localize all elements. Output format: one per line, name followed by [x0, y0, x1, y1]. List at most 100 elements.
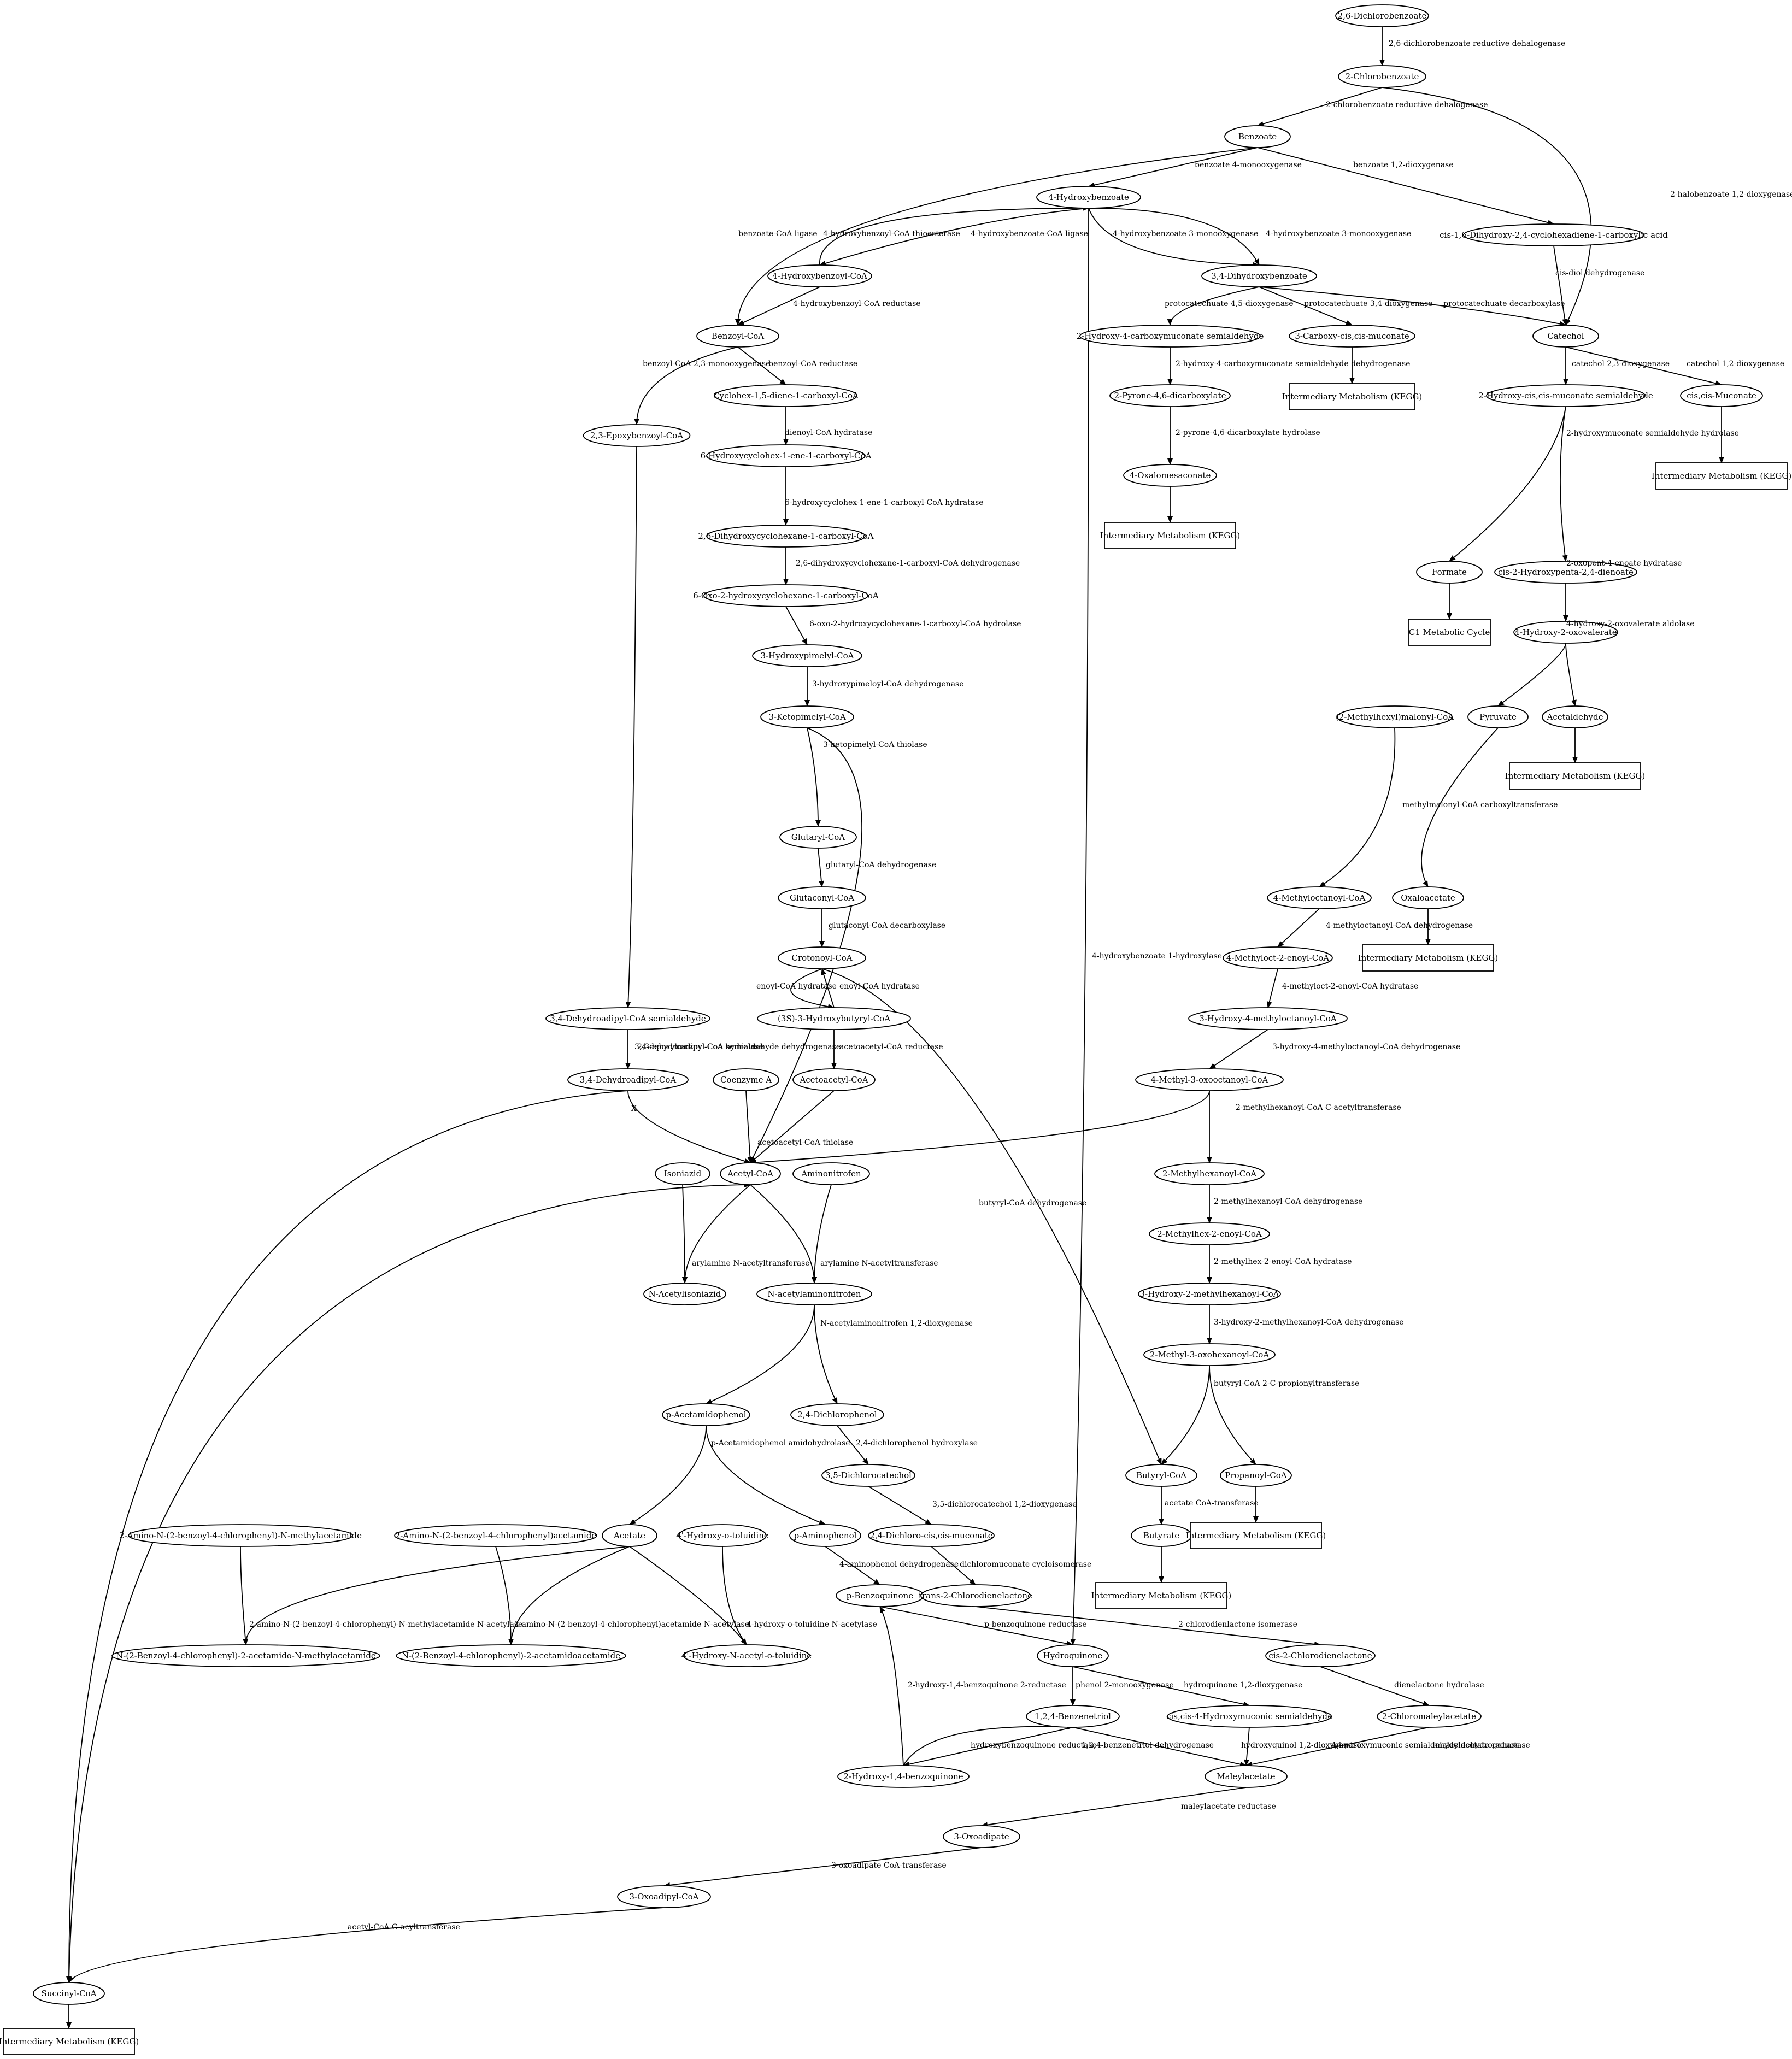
edge-amnm-to-nbam [240, 1546, 248, 1645]
node-label: 3,4-Dihydroxybenzoate [1211, 271, 1307, 281]
edge-label-e-b12: benzoate 1,2-dioxygenase [1353, 161, 1454, 169]
node-ellipse [752, 644, 862, 667]
node-ellipse [1338, 65, 1426, 88]
node-mhm: (2-Methylhexyl)malonyl-CoA [1336, 705, 1454, 728]
node-ellipse [792, 1068, 876, 1091]
node-im-oxmes: Intermediary Metabolism (KEGG) [1100, 522, 1240, 549]
node-label: Intermediary Metabolism (KEGG) [1091, 1591, 1231, 1601]
edge-crot-to-butcoa [821, 968, 1162, 1465]
node-ellipse [920, 1584, 1031, 1607]
node-ellipse [1267, 886, 1372, 909]
node-ellipse [583, 424, 691, 447]
node-hnat: 4'-Hydroxy-N-acetyl-o-toluidine [681, 1644, 812, 1667]
node-h4cms: 2-Hydroxy-4-carboxymuconate semialdehyde [1077, 325, 1264, 348]
node-mal: Maleylacetate [1205, 1765, 1288, 1788]
node-label: 3-Oxoadipyl-CoA [629, 1892, 698, 1902]
node-label: 3-Ketopimelyl-CoA [768, 712, 845, 722]
edge-label-e-hbq2r: 2-hydroxy-1,4-benzoquinone 2-reductase [908, 1681, 1066, 1690]
edge-tcdl-to-ccdl [975, 1606, 1321, 1647]
edge-pacet-to-pamin [706, 1425, 826, 1525]
node-ellipse [1201, 264, 1317, 287]
edge-label-e-b4mo: benzoate 4-monooxygenase [1195, 161, 1302, 169]
edge-hbut-to-crot [821, 968, 835, 1008]
node-box [1408, 619, 1491, 646]
edge-mo2e-to-hmoct [1266, 968, 1278, 1008]
edge-hb4-to-dhb34 [1088, 208, 1260, 268]
node-dcc: 3,5-Dichlorocatechol [821, 1464, 915, 1487]
node-label: Formate [1432, 567, 1467, 577]
edge-hb4-to-hbcoa [819, 208, 1089, 266]
edge-label-e-acr: acetoacetyl-CoA reductase [839, 1043, 943, 1051]
edge-label-e-c12: catechol 1,2-dioxygenase [1687, 360, 1784, 368]
node-naciso: N-Acetylisoniazid [643, 1283, 726, 1305]
node-box [1289, 383, 1415, 410]
edge-cml-to-mal [1245, 1727, 1430, 1767]
edge-label-e-nat2: arylamine N-acetyltransferase [820, 1259, 938, 1268]
node-ellipse [714, 384, 857, 407]
node-ellipse [111, 1644, 380, 1667]
edge-label-e-mlr2: maleylacetate reductase [1435, 1741, 1530, 1750]
edge-label-e-kpt: 3-ketopimelyl-CoA thiolase [823, 740, 927, 749]
edge-label-e-hbqr: hydroxybenzoquinone reductase [971, 1741, 1097, 1750]
edge-mohx-to-butcoa [1161, 1365, 1210, 1465]
node-label: 3-Hydroxy-4-methyloctanoyl-CoA [1199, 1014, 1337, 1023]
node-box [1655, 462, 1788, 490]
edge-benzcoa-to-chd [737, 346, 786, 385]
node-label: 3,5-Dichlorocatechol [825, 1470, 912, 1480]
node-kpim: 3-Ketopimelyl-CoA [760, 705, 854, 728]
node-epox: 2,3-Epoxybenzoyl-CoA [583, 424, 691, 447]
node-ellipse [760, 705, 854, 728]
node-im-succ: Intermediary Metabolism (KEGG) [0, 2028, 139, 2055]
node-hbut: (3S)-3-Hydroxybutyryl-CoA [757, 1007, 911, 1030]
edge-kpim-to-accoa [750, 727, 862, 1163]
edge-label-e-hova: 4-hydroxy-2-oxovalerate aldolase [1566, 620, 1695, 628]
node-label: Intermediary Metabolism (KEGG) [1358, 953, 1498, 963]
node-ellipse [1680, 384, 1763, 407]
edge-label-e-hmh: 2-hydroxymuconate semialdehyde hydrolase [1566, 429, 1739, 438]
node-acetate: Acetate [602, 1524, 657, 1547]
node-im-ccm: Intermediary Metabolism (KEGG) [1282, 383, 1422, 410]
node-ellipse [394, 1524, 597, 1547]
edge-hbcoa-to-benzcoa [737, 286, 820, 326]
node-ellipse [1224, 125, 1291, 148]
edge-pamin-to-pbq [825, 1546, 880, 1585]
edge-epox-to-dhadsa [625, 446, 637, 1008]
edge-hbq-to-pbq [879, 1606, 904, 1766]
node-label: N-Acetylisoniazid [649, 1289, 721, 1299]
node-label: Butyrate [1143, 1531, 1179, 1540]
edge-label-e-dccd: 3,5-dichlorocatechol 1,2-dioxygenase [932, 1500, 1077, 1509]
node-ellipse [655, 1162, 710, 1185]
node-oxmes: 4-Oxalomesaconate [1123, 464, 1217, 487]
edge-label-e-hbr: 4-hydroxybenzoyl-CoA reductase [793, 299, 921, 308]
edge-dhad-to-accoa [627, 1090, 751, 1164]
node-ellipse [662, 1403, 750, 1426]
edge-hov-to-acetald [1565, 643, 1577, 707]
edge-label-e-ech1: enoyl-CoA hydratase [756, 982, 837, 991]
node-propcoa: Propanoyl-CoA [1220, 1464, 1292, 1487]
node-mox: 4-Methyl-3-oxooctanoyl-CoA [1135, 1068, 1284, 1091]
edge-oxoad-to-oxoadcoa [663, 1847, 982, 1888]
node-ellipse [1109, 384, 1231, 407]
node-label: Benzoyl-CoA [712, 331, 764, 341]
node-label: C1 Metabolic Cycle [1409, 627, 1490, 637]
node-oxoad: 3-Oxoadipate [943, 1825, 1020, 1848]
node-hms: 2-Hydroxy-cis,cis-muconate semialdehyde [1478, 384, 1653, 407]
node-oaa: Oxaloacetate [1392, 886, 1464, 909]
edge-amn2-to-nbaa [495, 1546, 514, 1645]
edge-label-e-p34: protocatechuate 3,4-dioxygenase [1304, 299, 1433, 308]
node-label: cis,cis-4-Hydroxymuconic semialdehyde [1166, 1711, 1332, 1721]
node-label: 2,4-Dichlorophenol [797, 1410, 877, 1420]
node-ellipse [1154, 1162, 1265, 1185]
node-ellipse [720, 1162, 781, 1185]
node-hot: 4'-Hydroxy-o-toluidine [676, 1524, 769, 1547]
node-label: Coenzyme A [720, 1075, 772, 1085]
edge-label-e-phmo: phenol 2-monooxygenase [1076, 1681, 1174, 1690]
edge-label-e-x: X [631, 1104, 637, 1113]
node-im-prop: Intermediary Metabolism (KEGG) [1186, 1522, 1326, 1549]
node-accoa: Acetyl-CoA [720, 1162, 781, 1185]
node-ellipse [1494, 561, 1637, 584]
node-label: 3-Carboxy-cis,cis-muconate [1295, 331, 1409, 341]
node-ellipse [1143, 1343, 1276, 1366]
edge-hms-to-hpd [1560, 406, 1568, 562]
